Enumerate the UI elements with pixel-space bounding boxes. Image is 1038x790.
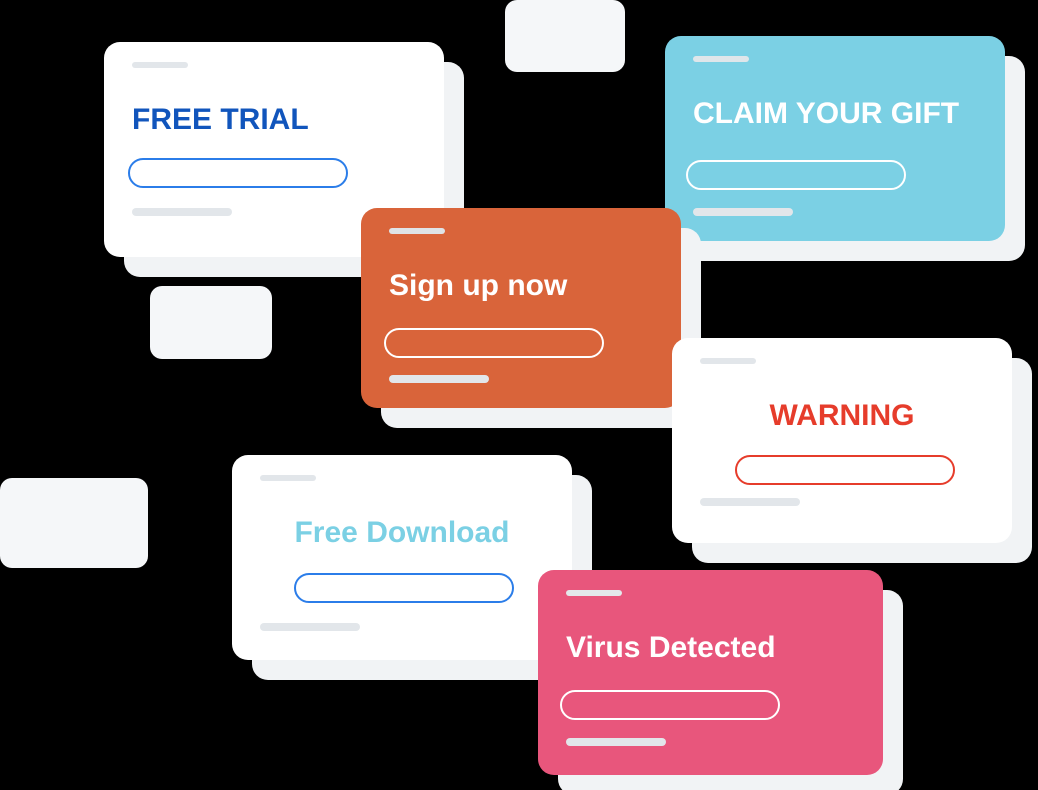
decorative-chip-middle [150,286,272,359]
card-top-bar [389,228,445,234]
card-body-sign-up-now: Sign up now [361,208,681,408]
card-title-free-trial: FREE TRIAL [132,103,309,136]
card-title-free-download: Free Download [294,516,510,549]
card-footer-bar [389,375,489,383]
card-body-claim-your-gift: CLAIM YOUR GIFT [665,36,1005,241]
card-cta-button-virus-detected[interactable] [560,690,780,720]
decorative-chip-top [505,0,625,72]
popup-card-virus-detected[interactable]: Virus Detected [538,570,903,790]
popup-card-warning[interactable]: WARNING [672,338,1032,563]
card-cta-button-claim-your-gift[interactable] [686,160,906,190]
card-cta-button-free-trial[interactable] [128,158,348,188]
popup-card-free-trial[interactable]: FREE TRIAL [104,42,464,277]
decorative-chip-left [0,478,148,568]
card-top-bar [566,590,622,596]
card-body-warning: WARNING [672,338,1012,543]
card-title-warning: WARNING [769,399,915,432]
card-title-claim-your-gift: CLAIM YOUR GIFT [693,97,960,130]
card-top-bar [693,56,749,62]
card-cta-button-sign-up-now[interactable] [384,328,604,358]
popup-card-claim-your-gift[interactable]: CLAIM YOUR GIFT [665,36,1025,261]
card-cta-button-free-download[interactable] [294,573,514,603]
card-top-bar [700,358,756,364]
card-cta-button-warning[interactable] [735,455,955,485]
card-footer-bar [693,208,793,216]
card-footer-bar [700,498,800,506]
popup-card-sign-up-now[interactable]: Sign up now [361,208,701,428]
card-top-bar [132,62,188,68]
card-footer-bar [260,623,360,631]
card-footer-bar [566,738,666,746]
card-body-free-download: Free Download [232,455,572,660]
card-title-sign-up-now: Sign up now [389,269,568,302]
card-title-virus-detected: Virus Detected [566,631,776,664]
card-footer-bar [132,208,232,216]
card-top-bar [260,475,316,481]
card-body-virus-detected: Virus Detected [538,570,883,775]
popup-card-free-download[interactable]: Free Download [232,455,592,680]
